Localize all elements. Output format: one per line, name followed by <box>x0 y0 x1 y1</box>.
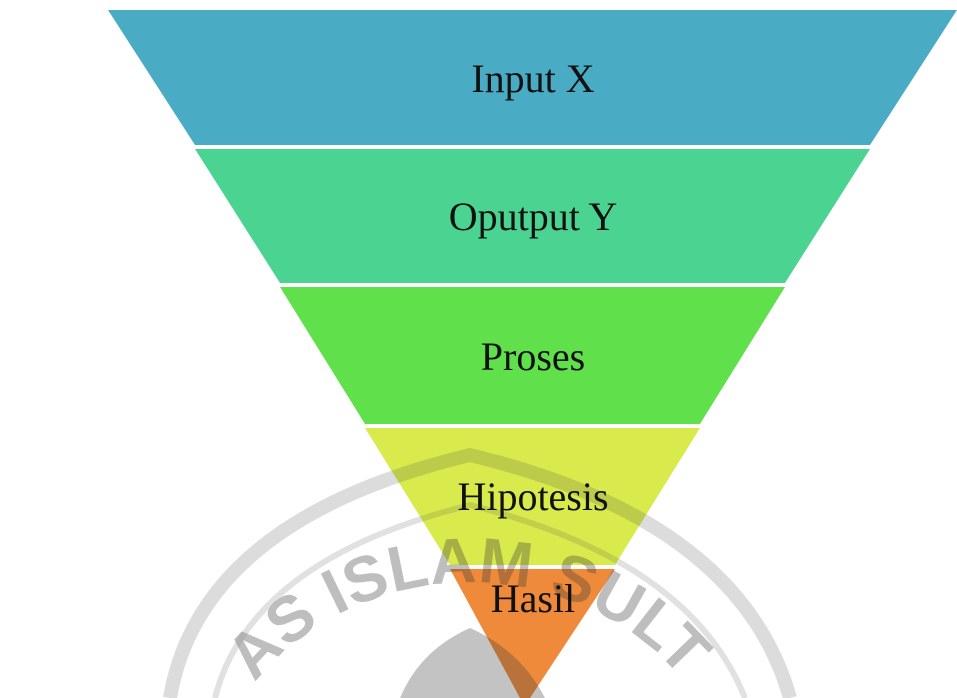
funnel-layer-output-y <box>195 149 870 283</box>
label-proses: Proses <box>481 334 585 379</box>
watermark-seal-ring <box>163 447 797 698</box>
label-output-y: Oputput Y <box>449 194 618 239</box>
funnel-layer-input-x <box>108 10 957 145</box>
funnel-labels: Input X Oputput Y Proses Hipotesis Hasil <box>449 56 618 621</box>
watermark-seal-emblem <box>400 628 545 698</box>
label-hasil: Hasil <box>491 576 575 621</box>
label-input-x: Input X <box>471 56 594 101</box>
funnel-layers <box>108 10 957 698</box>
label-hipotesis: Hipotesis <box>457 474 608 519</box>
watermark-seal-inner-ring <box>212 501 748 698</box>
funnel-layer-hipotesis <box>365 428 700 565</box>
funnel-layer-hasil <box>450 569 615 698</box>
funnel-layer-proses <box>280 287 785 424</box>
